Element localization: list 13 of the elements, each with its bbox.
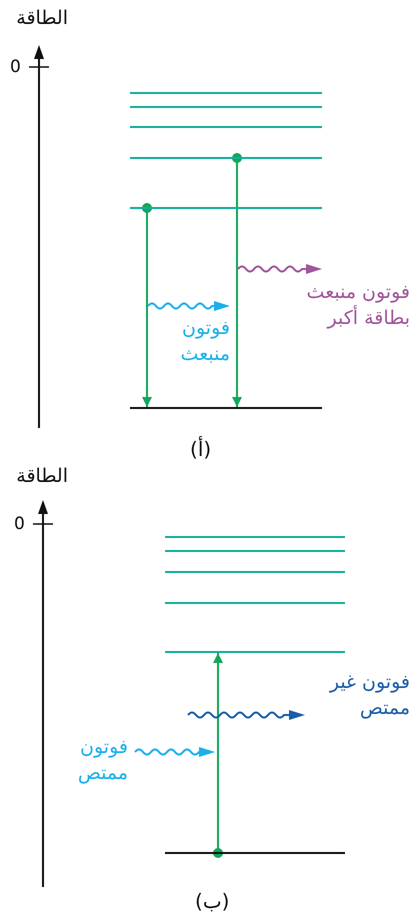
photon-label: فوتون منبعث بطاقة أكبر — [306, 280, 410, 331]
transition-arrow — [142, 203, 152, 407]
photon-label: فوتون منبعث — [180, 316, 230, 367]
axis-tick-label: 0 — [14, 513, 25, 536]
photon-label: فوتون غير ممتص — [328, 670, 410, 721]
axis-title: الطاقة — [16, 6, 68, 31]
axis-tick-label: 0 — [10, 56, 21, 79]
photon-label: فوتون ممتص — [76, 735, 128, 786]
panel-label: (أ) — [190, 436, 212, 463]
transition-arrow — [213, 653, 223, 858]
axis-title: الطاقة — [16, 464, 68, 489]
transition-arrow — [232, 153, 242, 407]
panel-label: (ب) — [195, 888, 230, 915]
